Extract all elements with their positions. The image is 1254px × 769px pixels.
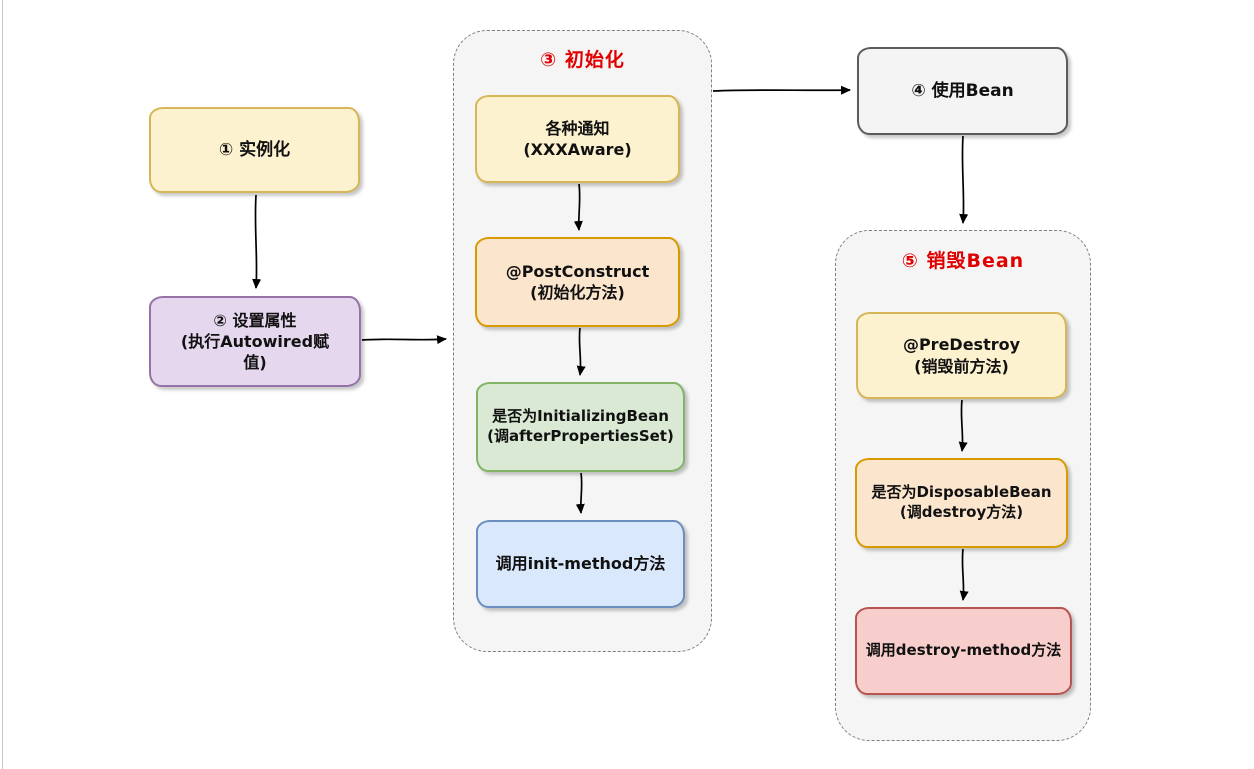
node-set-properties: ② 设置属性 (执行Autowired赋 值) <box>149 296 361 387</box>
arrow-instantiate-to-set-properties <box>252 194 262 289</box>
node-pre-destroy: @PreDestroy (销毁前方法) <box>856 312 1067 399</box>
node-initializing-bean: 是否为InitializingBean (调afterPropertiesSet… <box>476 382 685 472</box>
arrow-use-bean-to-destroy-group <box>959 135 969 224</box>
node-pre-destroy-label: @PreDestroy (销毁前方法) <box>902 335 1021 376</box>
node-aware-notifications: 各种通知 (XXXAware) <box>475 95 680 183</box>
node-set-properties-label: ② 设置属性 (执行Autowired赋 值) <box>180 310 330 373</box>
group-initialization-title: ③ 初始化 <box>540 49 625 71</box>
node-aware-notifications-label: 各种通知 (XXXAware) <box>523 118 632 159</box>
node-destroy-method: 调用destroy-method方法 <box>855 607 1072 695</box>
group-destroy-bean-title: ⑤ 销毁Bean <box>901 250 1025 272</box>
node-post-construct: @PostConstruct (初始化方法) <box>475 237 680 327</box>
node-instantiate-label: ① 实例化 <box>218 139 291 160</box>
node-initializing-bean-label: 是否为InitializingBean (调afterPropertiesSet… <box>487 407 674 445</box>
node-disposable-bean: 是否为DisposableBean (调destroy方法) <box>855 458 1068 548</box>
node-destroy-method-label: 调用destroy-method方法 <box>865 641 1062 660</box>
page-left-edge-line <box>2 0 3 769</box>
node-post-construct-label: @PostConstruct (初始化方法) <box>505 261 650 302</box>
node-use-bean-label: ④ 使用Bean <box>911 80 1014 101</box>
node-instantiate: ① 实例化 <box>149 107 360 193</box>
arrow-initialization-to-use-bean <box>712 85 851 95</box>
node-use-bean: ④ 使用Bean <box>857 47 1068 135</box>
node-init-method: 调用init-method方法 <box>476 520 685 608</box>
node-disposable-bean-label: 是否为DisposableBean (调destroy方法) <box>871 483 1052 521</box>
arrow-set-properties-to-initialization <box>361 335 447 345</box>
node-init-method-label: 调用init-method方法 <box>495 554 666 574</box>
